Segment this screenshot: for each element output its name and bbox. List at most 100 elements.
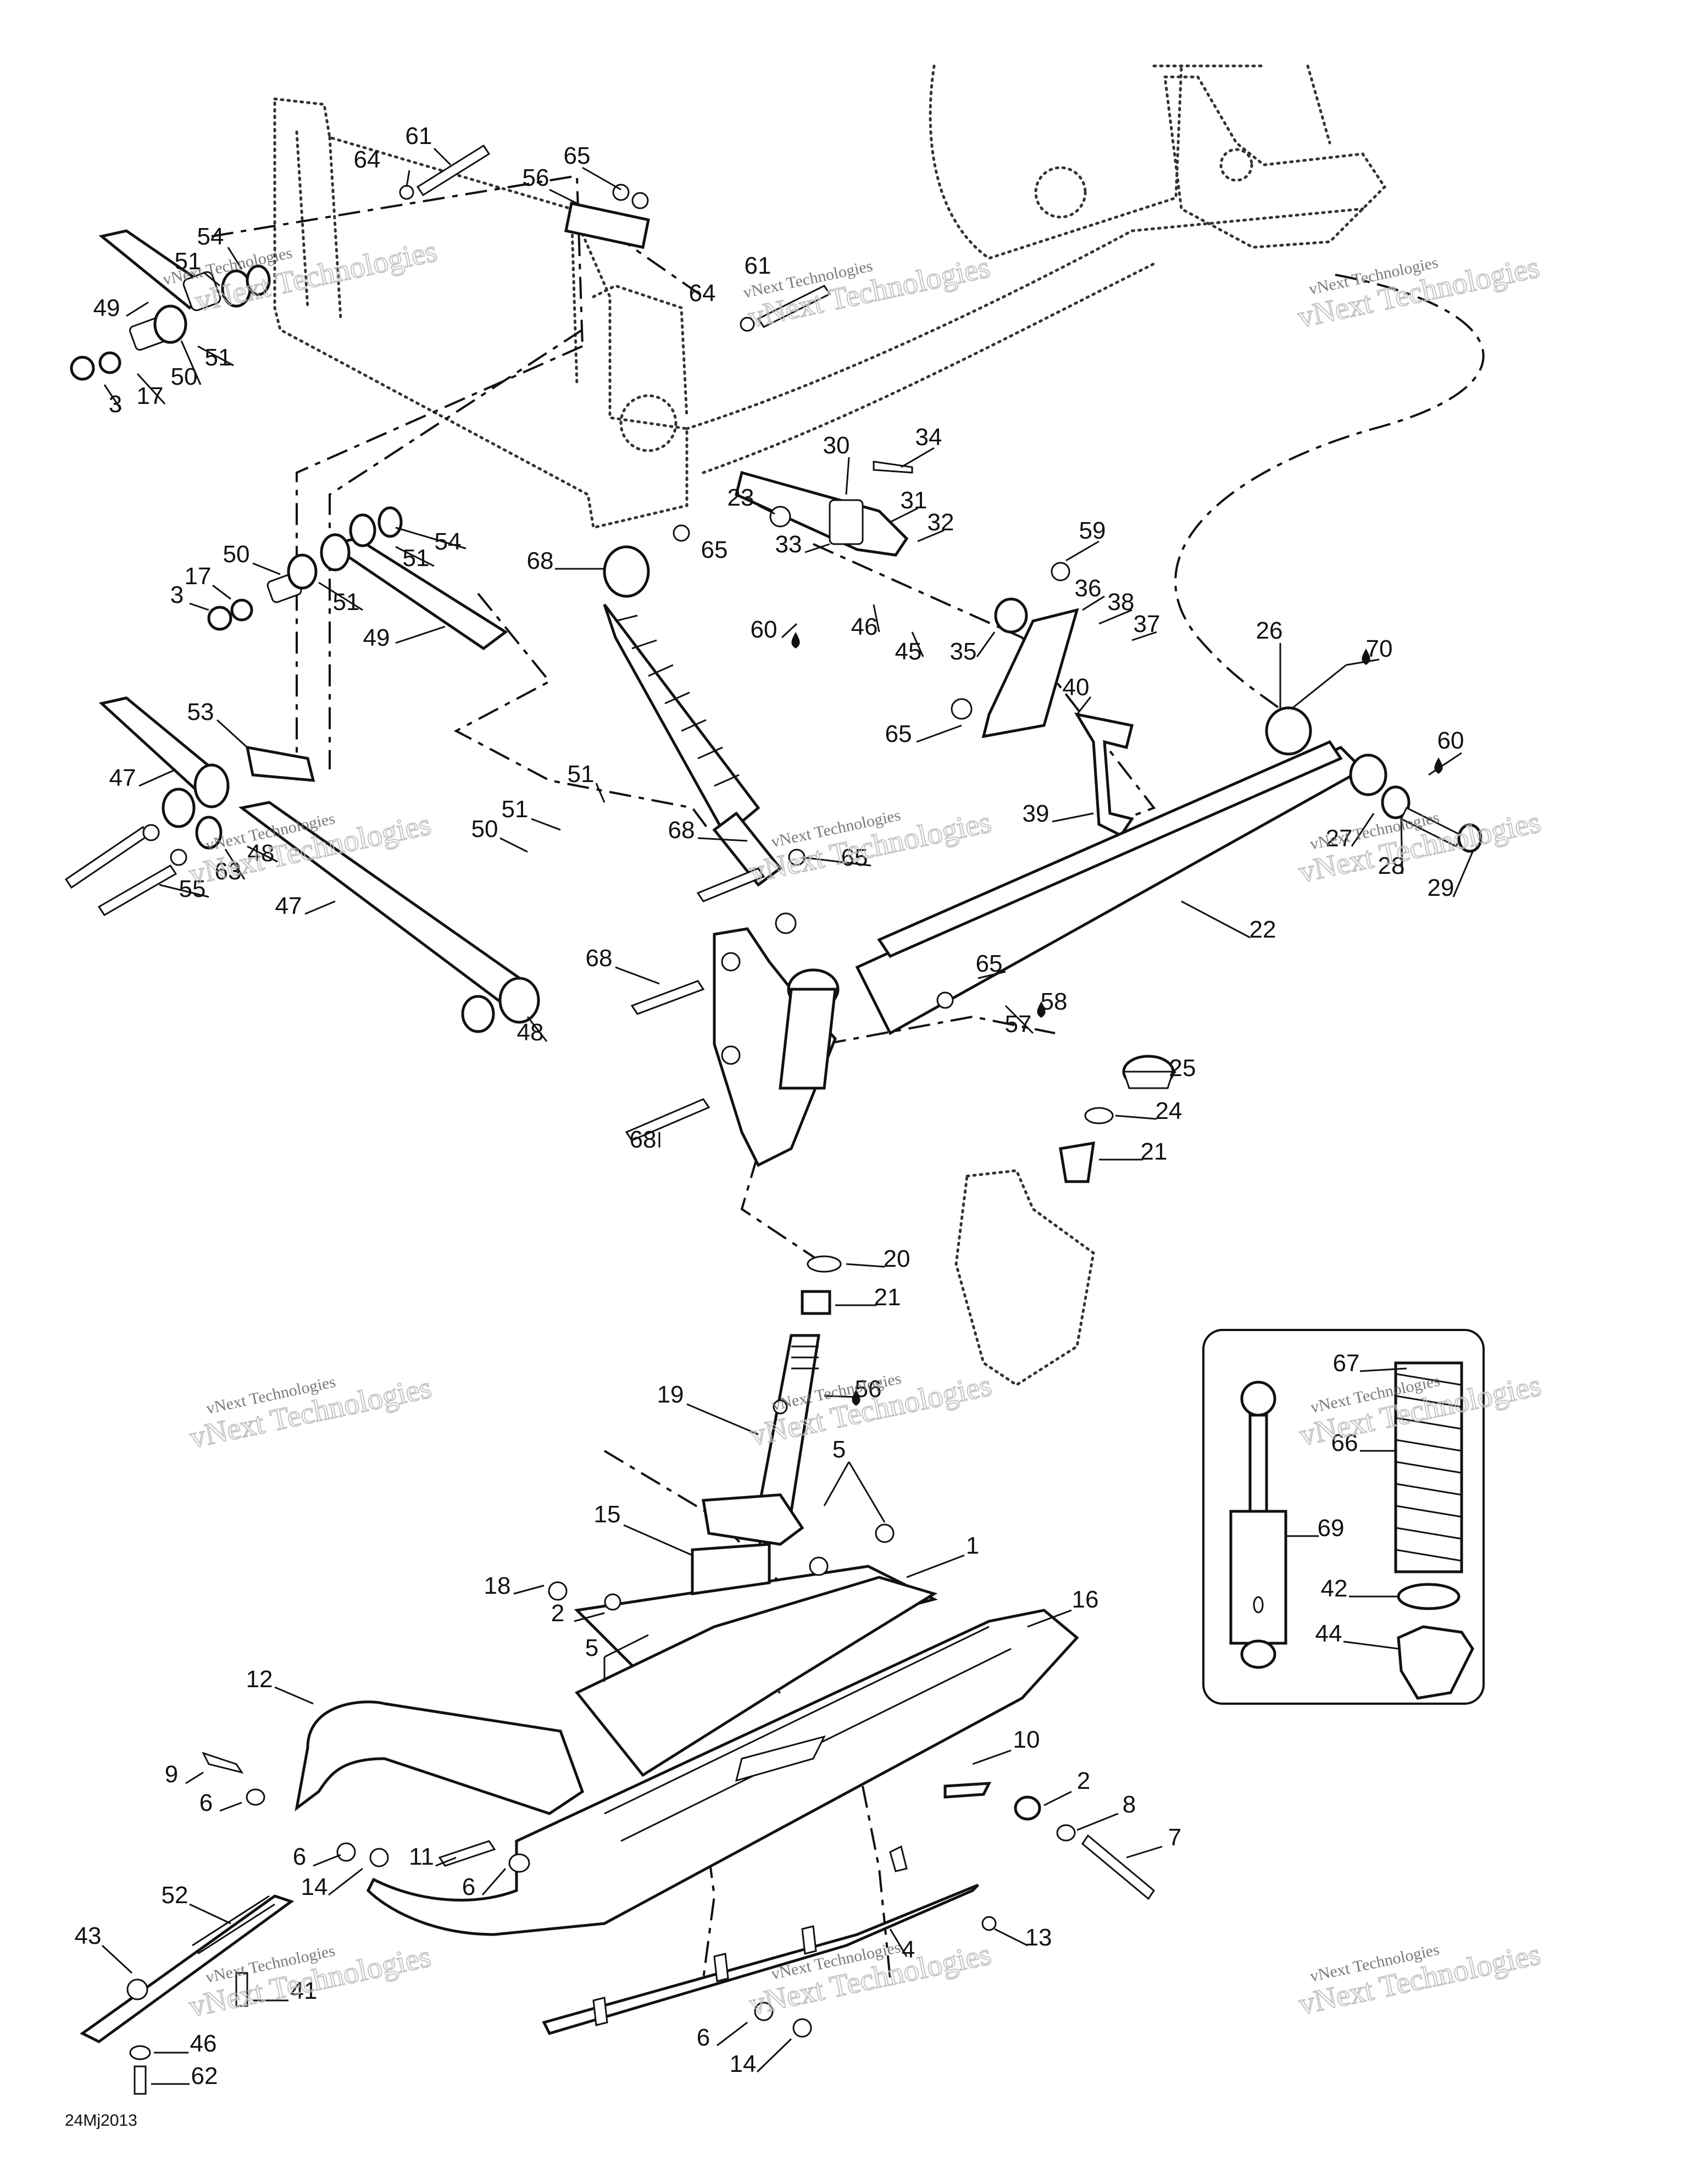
callout-number: 48 [248, 840, 275, 867]
callout-number: 48 [517, 1019, 544, 1046]
carbide-runner [80, 1894, 295, 2095]
callout-number: 65 [564, 142, 591, 169]
callout-number: 47 [109, 764, 136, 791]
callout-number: 68 [527, 547, 554, 574]
callout-number: 52 [162, 1882, 188, 1909]
callout-number: 19 [657, 1381, 684, 1408]
callout-number: 49 [93, 295, 120, 321]
callout-number: 51 [568, 761, 595, 788]
callout-number: 14 [301, 1873, 328, 1900]
callout-number: 51 [175, 248, 202, 275]
callout-number: 4 [902, 1936, 915, 1963]
lubricant-drop-icon [852, 1389, 860, 1406]
callout-number: 46 [190, 2030, 217, 2057]
callout-number: 51 [502, 796, 529, 823]
callout-number: 56 [523, 164, 549, 191]
callout-number: 45 [895, 638, 922, 665]
callout-number: 34 [915, 424, 942, 451]
callout-number: 6 [199, 1789, 213, 1816]
callout-number: 65 [885, 720, 912, 747]
callout-number: 5 [585, 1634, 598, 1661]
lubricant-symbols [791, 632, 1443, 1406]
callout-number: 25 [1169, 1055, 1196, 1082]
callout-number: 63 [215, 858, 242, 885]
ski-assembly [202, 1523, 1155, 2038]
callout-number: 50 [171, 363, 198, 390]
spindle-housing [625, 867, 954, 1167]
callout-number: 30 [823, 432, 850, 459]
callout-number: 51 [333, 589, 360, 616]
callout-number: 28 [1378, 852, 1405, 879]
lubricant-drop-icon [1362, 648, 1370, 665]
lubricant-drop-icon [1037, 1001, 1046, 1018]
callout-number: 15 [594, 1501, 621, 1528]
callout-number: 54 [435, 528, 462, 555]
callout-number: 2 [551, 1600, 564, 1627]
callout-number: 12 [246, 1666, 273, 1693]
callout-number: 64 [689, 280, 716, 307]
callout-number: 60 [751, 616, 778, 643]
spindle-shaft [702, 1255, 842, 1546]
shock-detail-inset [1202, 1329, 1485, 1705]
callout-number: 20 [884, 1245, 910, 1272]
callout-number: 65 [841, 844, 868, 871]
lower-left-arms [64, 696, 540, 1033]
callout-number: 53 [187, 699, 214, 725]
callout-number: 11 [409, 1843, 434, 1870]
callout-number: 10 [1013, 1726, 1040, 1753]
callout-number: 31 [901, 487, 928, 514]
upper-hardware [399, 144, 831, 332]
callout-number: 50 [471, 816, 498, 842]
callout-number: 17 [137, 383, 164, 409]
callout-number: 6 [697, 2024, 710, 2051]
callout-number: 46 [851, 613, 878, 640]
callout-number: 16 [1072, 1586, 1099, 1613]
callout-number: 61 [406, 123, 432, 149]
upper-arm-left-parts [70, 229, 508, 651]
callout-number: 22 [1250, 916, 1276, 943]
callout-number: 57 [1005, 1011, 1032, 1038]
callout-number: 6 [293, 1843, 306, 1870]
callout-number: 68 [630, 1126, 657, 1153]
callout-number: 2 [1077, 1767, 1090, 1794]
callout-number: 21 [874, 1284, 901, 1311]
diagram-code: 24Mj2013 [65, 2111, 137, 2130]
callout-number: 3 [109, 391, 122, 418]
callout-number: 17 [185, 563, 212, 590]
callout-number: 59 [1079, 517, 1106, 544]
leader-lines [101, 147, 1474, 2085]
callout-number: 18 [484, 1572, 511, 1599]
callout-number: 65 [976, 950, 1003, 977]
callout-number: 42 [1321, 1575, 1348, 1602]
callout-number: 29 [1428, 874, 1454, 901]
lubricant-drop-icon [1434, 757, 1443, 774]
callout-number: 36 [1075, 575, 1102, 602]
callout-number: 37 [1134, 611, 1160, 638]
callout-number: 43 [75, 1922, 102, 1949]
callout-number: 38 [1108, 589, 1135, 616]
callout-number: 14 [730, 2050, 757, 2077]
shock-absorber [603, 524, 806, 934]
callout-number: 70 [1366, 635, 1393, 662]
callout-number: 5 [832, 1436, 846, 1463]
callout-number: 40 [1063, 674, 1090, 701]
callout-number: 23 [728, 484, 754, 511]
callout-number: 3 [170, 581, 184, 608]
callout-number: 49 [363, 624, 390, 651]
callout-number: 69 [1318, 1515, 1345, 1542]
callout-number: 51 [205, 344, 232, 371]
callout-number: 41 [291, 1977, 318, 2004]
callout-number: 47 [275, 893, 302, 919]
callout-number: 67 [1333, 1350, 1360, 1377]
callout-number: 9 [165, 1761, 178, 1788]
callout-number: 39 [1023, 800, 1050, 827]
callout-number: 65 [701, 536, 728, 563]
callout-number: 61 [745, 252, 771, 279]
callout-number: 13 [1025, 1924, 1052, 1951]
callout-number: 62 [191, 2063, 218, 2089]
callout-number: 1 [966, 1532, 979, 1559]
lower-a-arm [855, 706, 1482, 1035]
callout-number: 35 [950, 638, 977, 665]
